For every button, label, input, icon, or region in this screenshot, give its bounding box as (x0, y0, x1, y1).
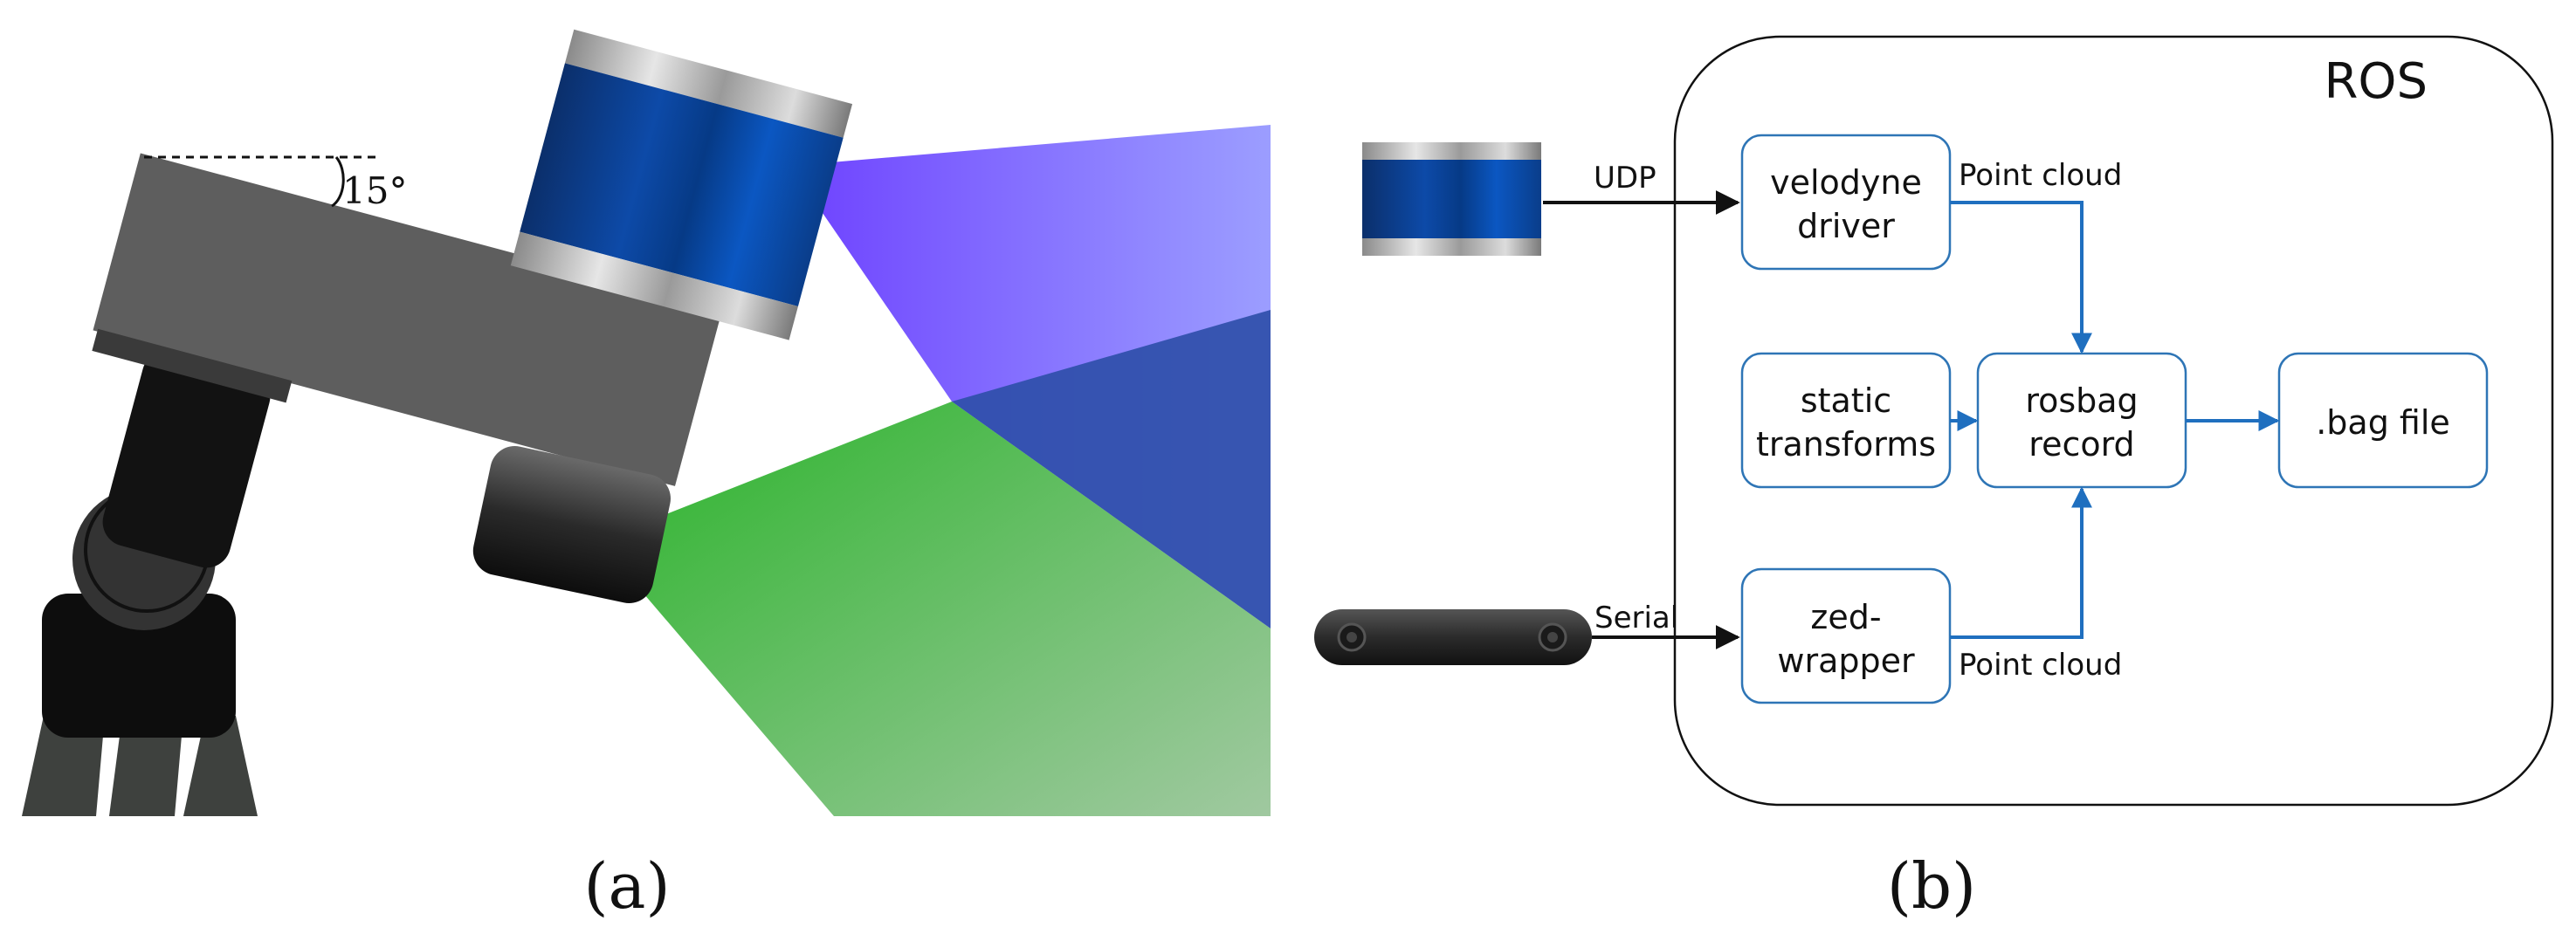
point-cloud-arrow-bottom (1950, 486, 2092, 639)
mount-plate-underside (92, 328, 293, 403)
velodyne-icon (1362, 142, 1541, 256)
velodyne-driver-line1: velodyne (1770, 163, 1922, 202)
point-cloud-label-top: Point cloud (1959, 158, 2122, 193)
tripod-leg-middle (109, 716, 183, 816)
arm-link (102, 350, 271, 568)
point-cloud-label-bottom: Point cloud (1959, 648, 2122, 683)
velodyne-driver-node (1740, 134, 1952, 271)
mount-plate (93, 153, 723, 486)
rosbag-record-line1: rosbag (2025, 381, 2138, 420)
rosbag-record-node (1976, 352, 2187, 489)
serial-label: Serial (1595, 601, 1678, 635)
panel-b: ROS UDP Serial velodyne driver static tr… (1314, 35, 2554, 923)
static-transforms-line1: static (1801, 381, 1891, 420)
zed-wrapper-line1: zed- (1810, 598, 1881, 636)
angle-arc (331, 156, 345, 208)
arm-base (42, 594, 236, 738)
tripod-leg-right (183, 716, 258, 816)
udp-label: UDP (1594, 161, 1656, 196)
velodyne-lidar-icon (510, 29, 853, 340)
velodyne-driver-line2: driver (1797, 207, 1895, 245)
camera-body (472, 446, 671, 604)
angle-label: 15° (342, 169, 407, 212)
zed-wrapper-line2: wrapper (1777, 642, 1915, 680)
point-cloud-arrow-top (1950, 201, 2092, 354)
tripod-leg-left (22, 716, 105, 816)
panel-a: 15° (a) (22, 29, 1271, 923)
panel-b-label: (b) (1887, 849, 1976, 923)
camera-beam (629, 402, 1271, 816)
panel-a-label: (a) (583, 849, 670, 923)
bag-file-label: .bag file (2316, 403, 2450, 442)
zed-stereo-camera-icon (1314, 609, 1592, 665)
lidar-beam-overlap (952, 310, 1271, 628)
ros-label: ROS (2324, 53, 2428, 110)
static-transforms-node (1740, 352, 1952, 489)
rosbag-record-line2: record (2028, 425, 2134, 464)
static-transforms-line2: transforms (1756, 425, 1936, 464)
